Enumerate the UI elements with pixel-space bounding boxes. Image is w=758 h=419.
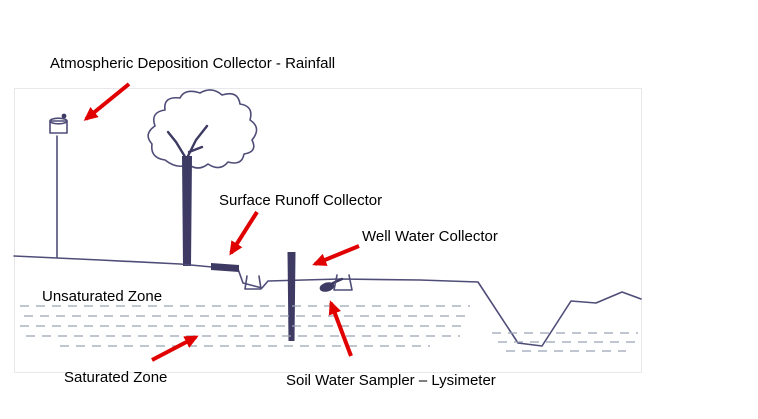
label-well-water-collector: Well Water Collector (362, 228, 498, 245)
runoff-collector-sketch (211, 263, 239, 272)
tree-trunk (182, 156, 192, 266)
arrow-to-well-water-collector (312, 244, 360, 266)
label-unsaturated-zone: Unsaturated Zone (42, 288, 163, 305)
runoff-bucket-sketch (244, 275, 262, 290)
arrow-to-lysimeter (328, 300, 353, 357)
label-atmospheric-deposition-collector: Atmospheric Deposition Collector - Rainf… (50, 55, 336, 72)
lysimeter-sketch (319, 274, 353, 292)
label-soil-water-sampler-lysimeter: Soil Water Sampler – Lysimeter (286, 372, 496, 389)
arrow-to-surface-runoff-collector (229, 210, 259, 256)
scan-border (14, 88, 642, 373)
label-surface-runoff-collector: Surface Runoff Collector (219, 192, 383, 209)
arrow-to-saturated-zone (151, 335, 199, 362)
arrow-to-atmospheric-collector (83, 82, 131, 121)
well-post-sketch (287, 252, 296, 341)
water-table-dashes (20, 305, 638, 352)
rain-gauge-sketch (49, 113, 68, 258)
tree-sketch (147, 89, 258, 266)
label-saturated-zone: Saturated Zone (64, 369, 168, 386)
annotation-arrows (83, 82, 360, 362)
